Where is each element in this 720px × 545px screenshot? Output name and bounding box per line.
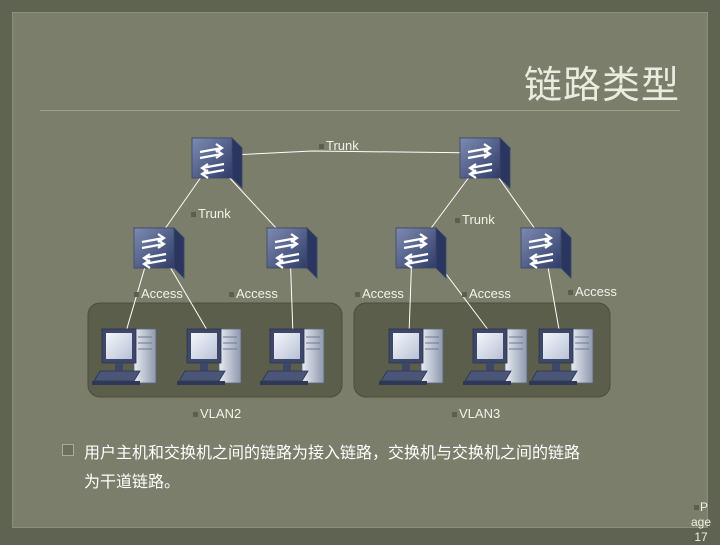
switch-core-right-icon xyxy=(458,136,512,190)
label-vlan3: VLAN3 xyxy=(452,406,500,421)
label-access-5: Access xyxy=(568,284,617,299)
pc-3-icon xyxy=(259,328,325,386)
page-number: P age 17 xyxy=(690,500,712,544)
label-trunk-right: Trunk xyxy=(455,212,495,227)
pc-4-icon xyxy=(378,328,444,386)
label-vlan2: VLAN2 xyxy=(193,406,241,421)
switch-access-1-icon xyxy=(132,226,186,280)
slide-panel xyxy=(12,12,708,528)
pc-2-icon xyxy=(176,328,242,386)
label-trunk-top: Trunk xyxy=(319,138,359,153)
title-divider xyxy=(40,110,680,111)
switch-access-4-icon xyxy=(519,226,573,280)
label-access-1: Access xyxy=(134,286,183,301)
label-trunk-left: Trunk xyxy=(191,206,231,221)
switch-core-left-icon xyxy=(190,136,244,190)
bullet-text-line2: 为干道链路。 xyxy=(84,472,181,491)
trunk-link-core xyxy=(212,150,485,157)
label-access-4: Access xyxy=(462,286,511,301)
pc-5-icon xyxy=(462,328,528,386)
label-access-3: Access xyxy=(355,286,404,301)
bullet-text-line1: 用户主机和交换机之间的链路为接入链路，交换机与交换机之间的链路 xyxy=(84,443,581,462)
label-access-2: Access xyxy=(229,286,278,301)
switch-access-2-icon xyxy=(265,226,319,280)
page-title: 链路类型 xyxy=(523,63,680,107)
bullet-marker xyxy=(62,444,74,456)
switch-access-3-icon xyxy=(394,226,448,280)
